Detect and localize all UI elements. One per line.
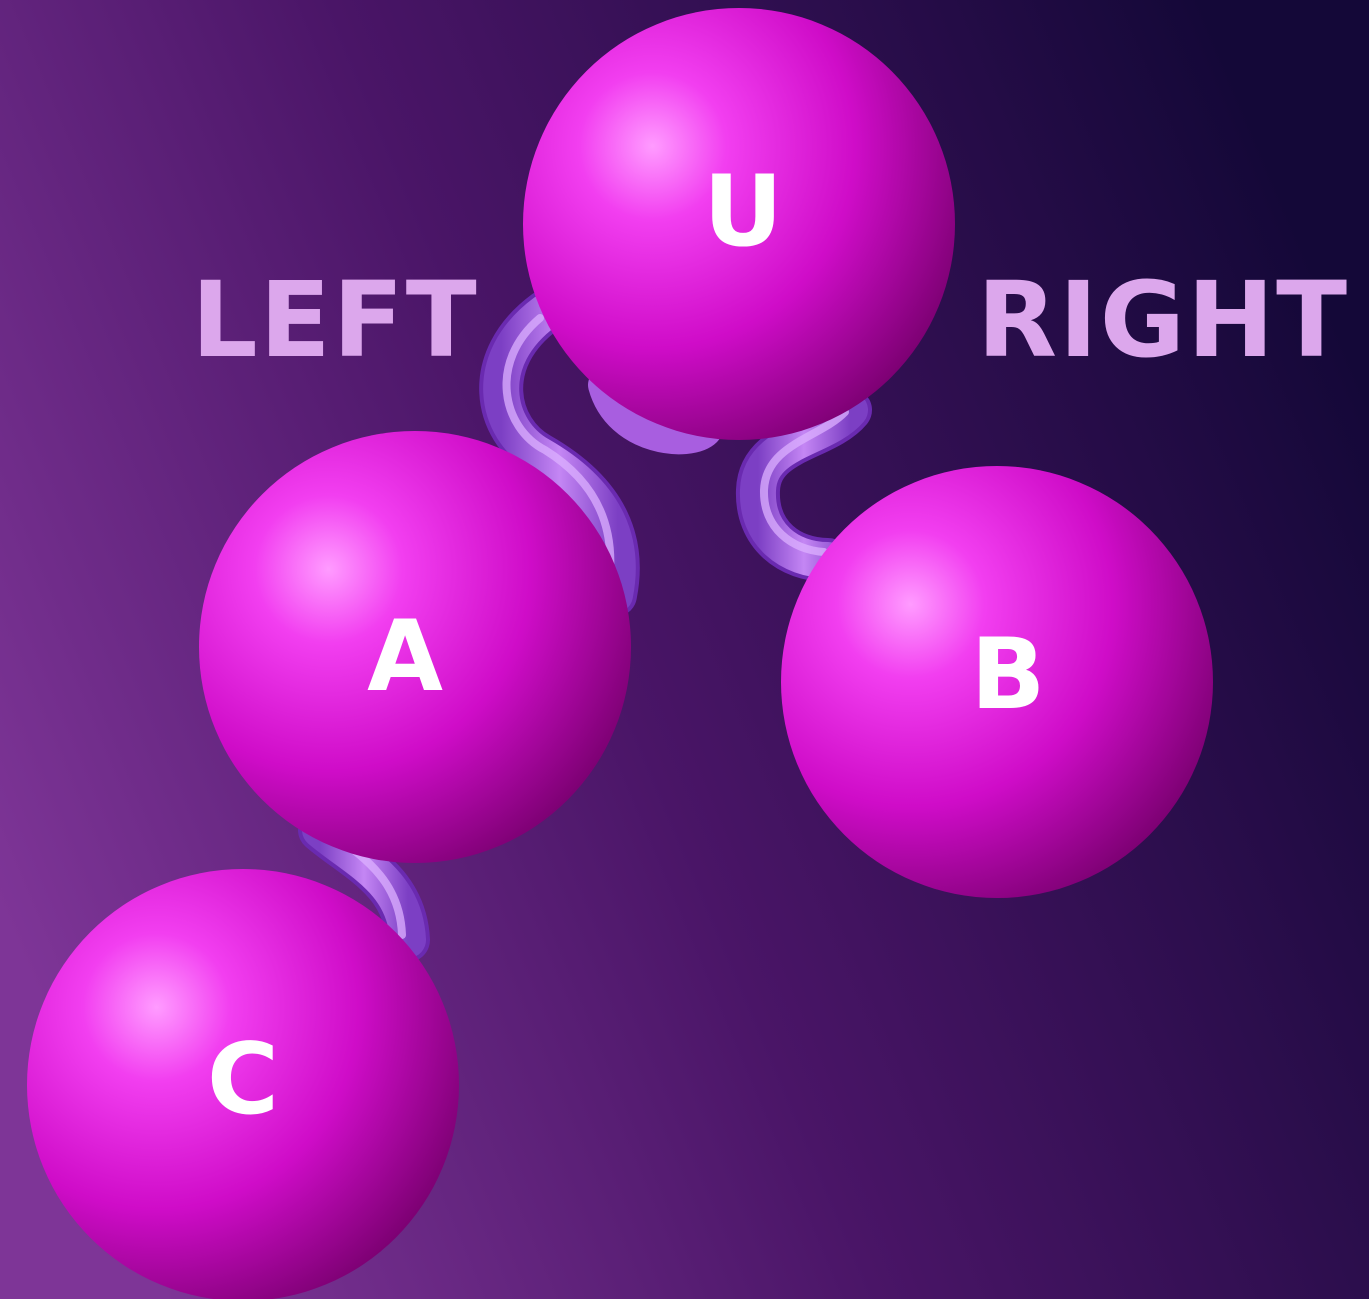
node-left-child: A: [199, 431, 631, 863]
node-left-grandchild: C: [27, 869, 459, 1299]
node-root: U: [523, 8, 955, 440]
edge-u-a: [479, 290, 640, 617]
node-right-child-label: B: [971, 618, 1046, 732]
edge-u-b: [735, 388, 872, 582]
node-right-child: B: [781, 466, 1213, 898]
node-left-child-label: A: [367, 600, 443, 714]
node-root-label: U: [703, 155, 783, 269]
right-label: RIGHT: [977, 259, 1349, 381]
node-left-grandchild-label: C: [207, 1023, 279, 1137]
left-label: LEFT: [191, 259, 478, 381]
